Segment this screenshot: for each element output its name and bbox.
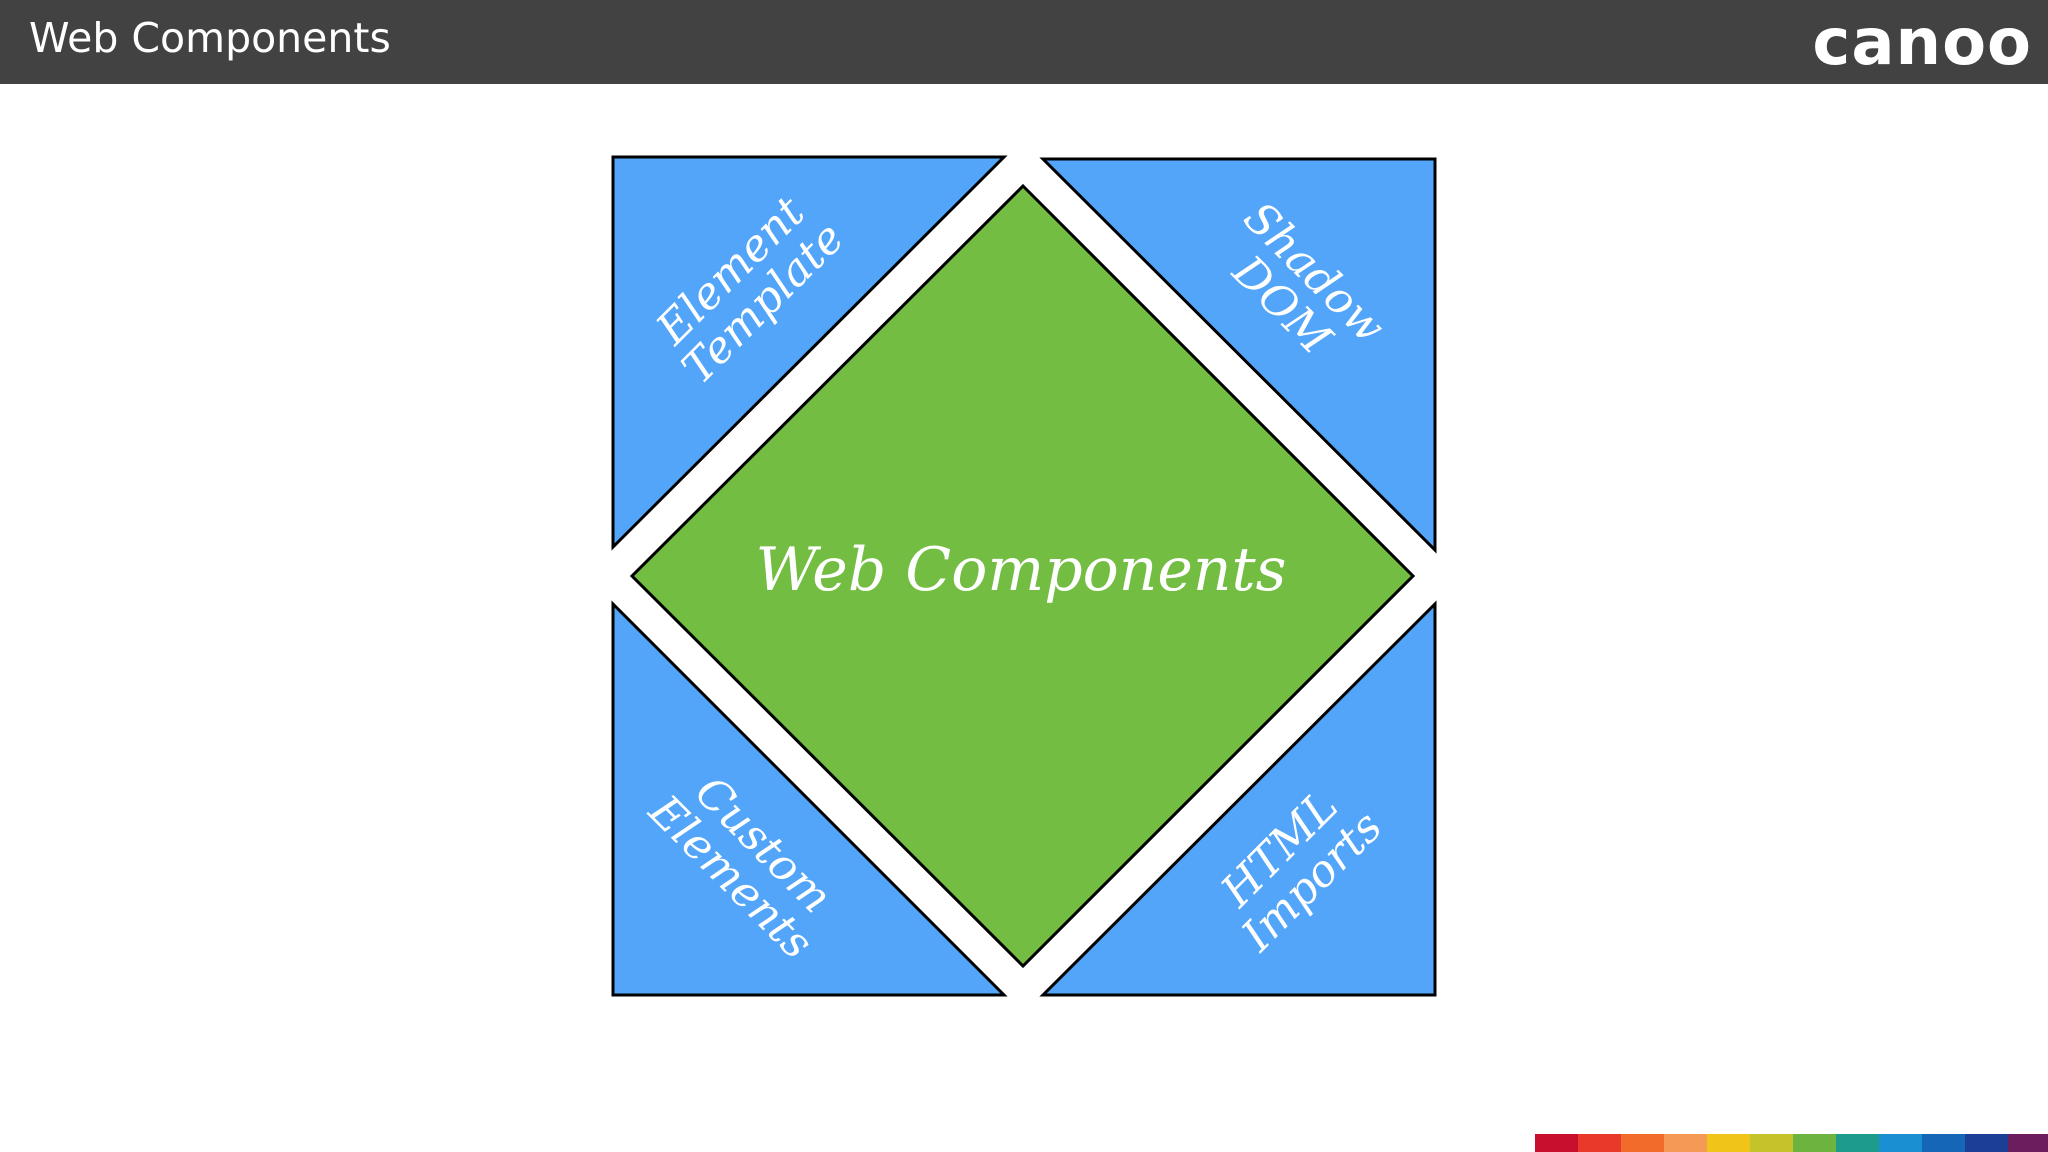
color-strip-segment: [1664, 1134, 1707, 1152]
header-bar: Web Components canoo: [0, 0, 2048, 84]
color-strip-segment: [1965, 1134, 2008, 1152]
corner-top-left-triangle: [611, 155, 1008, 551]
slide-title: Web Components: [29, 14, 391, 62]
color-strip-segment: [1879, 1134, 1922, 1152]
color-strip-segment: [1836, 1134, 1879, 1152]
color-strip-segment: [1793, 1134, 1836, 1152]
center-diamond: [629, 183, 1416, 969]
color-strip-segment: [1707, 1134, 1750, 1152]
color-strip-segment: [1922, 1134, 1965, 1152]
brand-color-strip: [1535, 1134, 2048, 1152]
corner-bottom-left-triangle: [611, 600, 1008, 997]
canoo-logo: canoo: [1812, 6, 2032, 80]
color-strip-segment: [1621, 1134, 1664, 1152]
color-strip-segment: [1750, 1134, 1793, 1152]
color-strip-segment: [2008, 1134, 2048, 1152]
corner-top-right-triangle: [1039, 157, 1437, 554]
color-strip-segment: [1535, 1134, 1578, 1152]
center-label: Web Components: [756, 535, 1287, 605]
corner-bottom-right-triangle: [1039, 600, 1437, 997]
color-strip-segment: [1578, 1134, 1621, 1152]
